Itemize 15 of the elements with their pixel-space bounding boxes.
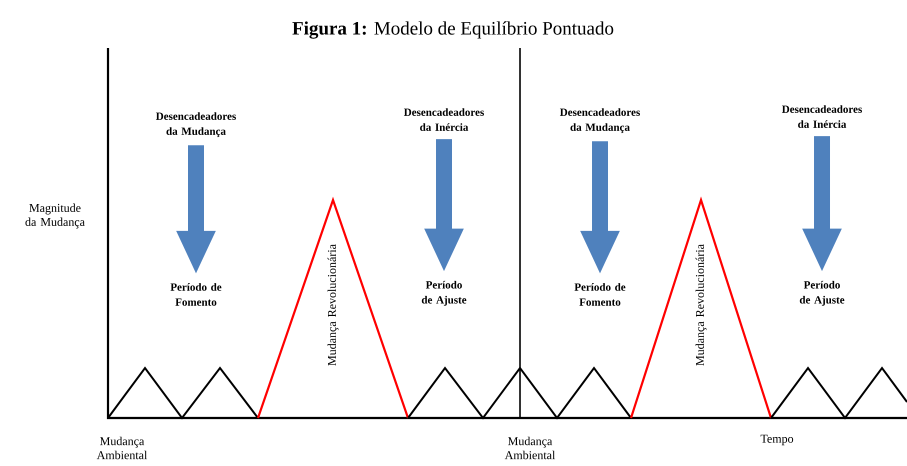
axis-label: Tempo [760, 434, 794, 446]
figure-title: Figura 1: Modelo de Equilíbrio Pontuado [292, 21, 614, 39]
trigger-text: Desencadeadores da Inércia [404, 108, 484, 131]
axis-label: Mudança Ambiental [504, 436, 556, 460]
period-text: Período de Fomento [170, 283, 222, 306]
period-text: Período de Fomento [574, 283, 626, 306]
period-text: Período de Ajuste [422, 280, 466, 306]
trigger-text: Desencadeadores da Mudança [560, 108, 640, 134]
trigger-text: Desencadeadores da Mudança [156, 112, 236, 138]
axis-label: Mudança Ambiental [96, 436, 148, 460]
period-text: Período de Ajuste [800, 280, 844, 306]
peak-label: Mudança Revolucionária [328, 244, 338, 366]
trigger-text: Desencadeadores da Inércia [782, 105, 862, 128]
axis-label: Magnitude da Mudança [25, 204, 85, 228]
peak-label: Mudança Revolucionária [696, 244, 706, 366]
